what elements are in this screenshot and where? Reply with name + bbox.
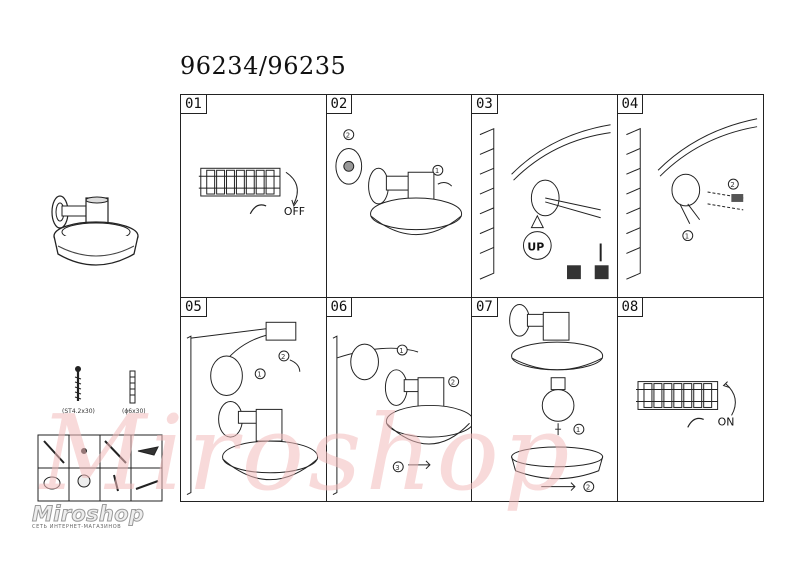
- miroshop-logo: Miroshop СЕТЬ ИНТЕРНЕТ-МАГАЗИНОВ: [32, 502, 144, 530]
- bulb-icon: [78, 475, 90, 487]
- up-arrow-icon: [531, 216, 543, 228]
- step-01-illustration: OFF: [181, 95, 326, 297]
- step-02-illustration: 2 1: [327, 95, 472, 297]
- plug-label: (ϕ6x30): [122, 408, 146, 415]
- drill-bit-icon: [82, 449, 87, 454]
- svg-text:1: 1: [684, 233, 688, 241]
- hand-icon: [250, 205, 266, 214]
- hand-icon: [687, 418, 703, 427]
- product-title: 96234/96235: [180, 52, 346, 80]
- wall-plug-icon-2: [595, 265, 609, 279]
- logo-name: Miroshop: [32, 502, 144, 526]
- screw-head-icon: [731, 194, 743, 202]
- step-05: 05 1 2: [181, 298, 327, 501]
- arrow-icon: [286, 172, 297, 204]
- step-07-illustration: 1 2: [472, 298, 617, 501]
- svg-text:1: 1: [257, 371, 261, 379]
- svg-text:2: 2: [730, 181, 734, 189]
- step-04-illustration: 2 1: [618, 95, 764, 297]
- bulb-icon: [542, 390, 574, 422]
- step-02: 02 2 1: [327, 95, 473, 298]
- step-05-illustration: 1 2: [181, 298, 326, 501]
- fixture-overview-drawing: [40, 180, 150, 280]
- svg-text:1: 1: [434, 167, 438, 175]
- step-08-illustration: ON: [618, 298, 764, 501]
- off-label: OFF: [284, 205, 305, 218]
- step-01: 01 OFF: [181, 95, 327, 298]
- instruction-grid: 01 OFF 02 2: [180, 94, 764, 502]
- svg-text:2: 2: [450, 379, 454, 387]
- step-03: 03 UP: [472, 95, 618, 298]
- arrow-icon: [725, 384, 735, 416]
- svg-text:1: 1: [399, 347, 403, 355]
- rotate-arrow-icon: [437, 183, 451, 187]
- svg-text:2: 2: [586, 484, 590, 492]
- svg-text:3: 3: [395, 464, 399, 472]
- screw-icon: [75, 366, 81, 401]
- wall-plug-icon: [130, 371, 135, 403]
- step-08: 08 ON: [618, 298, 764, 501]
- step-03-illustration: UP: [472, 95, 617, 297]
- step-06-illustration: 1 2 3: [327, 298, 472, 501]
- step-04: 04 2 1: [618, 95, 764, 298]
- up-label: UP: [527, 240, 544, 253]
- step-07: 07 1 2: [472, 298, 618, 501]
- screw-label: (ST4.2x30): [62, 408, 95, 415]
- step-06: 06 1 2 3: [327, 298, 473, 501]
- svg-text:1: 1: [576, 426, 580, 434]
- svg-text:2: 2: [281, 353, 285, 361]
- tools-grid: [38, 435, 162, 501]
- wall-plug-icon: [567, 265, 581, 279]
- on-label: ON: [717, 415, 734, 428]
- hardware-legend: (ST4.2x30) (ϕ6x30): [34, 365, 164, 505]
- svg-text:2: 2: [345, 132, 349, 140]
